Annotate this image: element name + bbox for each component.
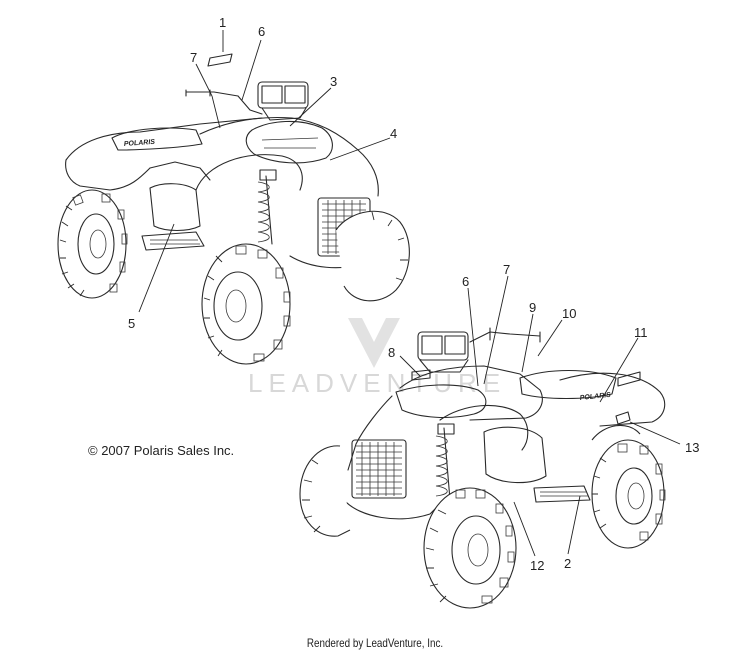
callout-5: 5 (128, 316, 135, 331)
watermark: LEADVENTURE (248, 318, 506, 398)
callout-7-bottom: 7 (503, 262, 510, 277)
callout-4: 4 (390, 126, 397, 141)
callout-8: 8 (388, 345, 395, 360)
callout-labels: 1 7 6 3 4 5 6 7 8 9 10 11 12 2 13 (128, 15, 699, 573)
callout-12: 12 (530, 558, 544, 573)
callout-7-top: 7 (190, 50, 197, 65)
callout-6-top: 6 (258, 24, 265, 39)
callout-9: 9 (529, 300, 536, 315)
watermark-text: LEADVENTURE (248, 368, 506, 398)
copyright-text: © 2007 Polaris Sales Inc. (88, 443, 235, 458)
footer-credit: Rendered by LeadVenture, Inc. (306, 636, 444, 650)
callout-6-bottom: 6 (462, 274, 469, 289)
callout-10: 10 (562, 306, 576, 321)
atv-front-view: POLARIS (299, 327, 666, 609)
polaris-decal-2: POLARIS (579, 392, 611, 402)
callout-11: 11 (634, 325, 648, 340)
callout-3: 3 (330, 74, 337, 89)
atv-rear-view: POLARIS (57, 53, 410, 365)
callout-1: 1 (219, 15, 226, 30)
polaris-decal-1: POLARIS (124, 139, 156, 148)
callout-2: 2 (564, 556, 571, 571)
callout-13: 13 (685, 440, 699, 455)
leader-lines (138, 30, 681, 557)
